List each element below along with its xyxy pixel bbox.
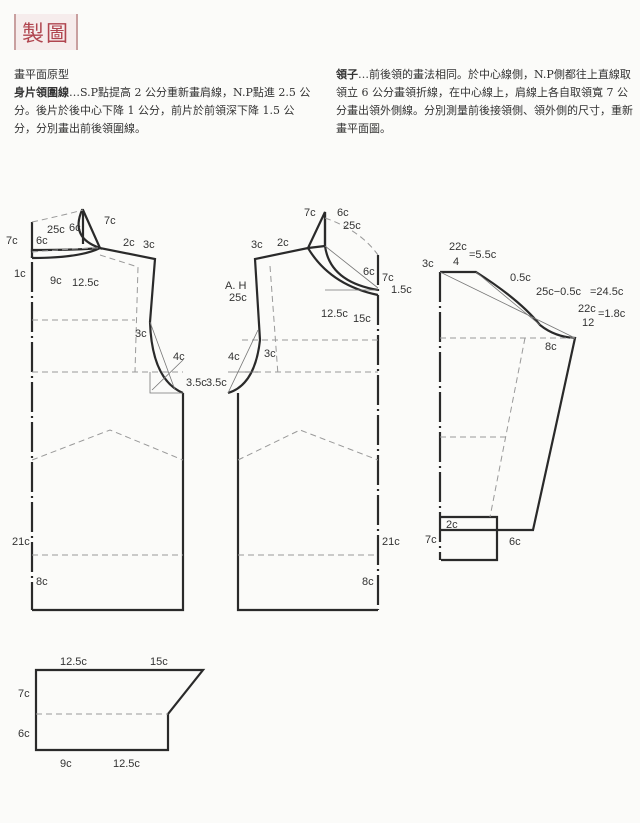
dim-label: =5.5c [469, 249, 497, 261]
instruction-bodice: 畫平面原型 身片領圍線…S.P點提高 2 公分重新畫肩線，N.P點進 2.5 公… [14, 66, 314, 138]
dim-label: 7c [18, 688, 30, 700]
dim-label: 4 [453, 256, 459, 268]
dim-label: 21c [382, 536, 400, 548]
dim-label: 3c [422, 258, 434, 270]
dim-label: 12.5c [72, 277, 99, 289]
dim-label: 21c [12, 536, 30, 548]
sleeve-cuff [441, 515, 499, 562]
dim-label: 1c [14, 268, 26, 280]
dim-label: 6c [18, 728, 30, 740]
collar-pattern: 12.5c 15c 7c 6c 9c 12.5c [18, 656, 206, 770]
dim-label: 9c [50, 275, 62, 287]
dim-label: 15c [150, 656, 168, 668]
dim-label: 12.5c [321, 308, 348, 320]
dim-label: 8c [36, 576, 48, 588]
instruction-term: 領子 [336, 68, 358, 81]
dim-label: 7c [104, 215, 116, 227]
dim-label: 25c−0.5c [536, 286, 581, 298]
dim-label: 3c [135, 328, 147, 340]
dim-label: 12.5c [113, 758, 140, 770]
dim-label: 3.5c [206, 377, 227, 389]
dim-label: 8c [362, 576, 374, 588]
back-bodice-pattern: 7c 7c 6c 25c 6c 1c 9c 12.5c 2c 3c 3c 4c … [6, 208, 207, 612]
dim-label: 3c [143, 239, 155, 251]
dim-label: =24.5c [590, 286, 624, 298]
instruction-body: …前後領的畫法相同。於中心線側，N.P側都往上直線取領立 6 公分畫領折線，在中… [336, 68, 633, 135]
dim-label: 25c [47, 224, 65, 236]
dim-label: 12 [582, 317, 594, 329]
dim-label: 3.5c [186, 377, 207, 389]
dim-label: 12.5c [60, 656, 87, 668]
dim-label: 7c [425, 534, 437, 546]
dim-label: 22c [578, 303, 596, 315]
instruction-collar: 領子…前後領的畫法相同。於中心線側，N.P側都往上直線取領立 6 公分畫領折線，… [336, 66, 636, 138]
back-shoulder-armhole [31, 246, 184, 395]
dim-label: 4c [228, 351, 240, 363]
section-badge: 製圖 [14, 14, 79, 50]
dim-label: 7c [382, 272, 394, 284]
dim-label: 25c [343, 220, 361, 232]
instruction-heading: 畫平面原型 [14, 68, 69, 81]
dim-label: 3c [264, 348, 276, 360]
dim-label: 6c [36, 235, 48, 247]
instruction-term: 身片領圍線 [14, 86, 69, 99]
front-bodice-pattern: 7c 6c 25c 3c 2c A. H 25c 6c 7c 1.5c 12.5… [206, 207, 412, 612]
dim-label: 2c [277, 237, 289, 249]
dim-label: 6c [69, 222, 81, 234]
dim-label: 7c [6, 235, 18, 247]
instruction-body: …S.P點提高 2 公分重新畫肩線，N.P點進 2.5 公分。後片於後中心下降 … [14, 86, 311, 135]
sleeve-outline [440, 270, 577, 532]
dim-label: 0.5c [510, 272, 531, 284]
dim-label: 4c [173, 351, 185, 363]
dim-label: 22c [449, 241, 467, 253]
collar-outline [34, 668, 206, 752]
back-collar-tip [77, 208, 103, 250]
dim-label: 15c [353, 313, 371, 325]
front-shoulder-armhole [227, 246, 379, 395]
dim-label: 9c [60, 758, 72, 770]
dim-label: 25c [229, 292, 247, 304]
dim-label: 2c [446, 519, 458, 531]
front-hem-side [236, 393, 378, 612]
dim-label: 8c [545, 341, 557, 353]
sleeve-pattern: 3c 22c 4 =5.5c 0.5c 25c−0.5c =24.5c 22c … [422, 241, 626, 562]
dim-label: 7c [304, 207, 316, 219]
dim-label: 2c [123, 237, 135, 249]
back-hem-side [32, 393, 185, 612]
dim-label: 1.5c [391, 284, 412, 296]
dim-label: A. H [225, 280, 246, 292]
dim-label: 6c [509, 536, 521, 548]
dim-label: 3c [251, 239, 263, 251]
dim-label: 6c [337, 207, 349, 219]
dim-label: 6c [363, 266, 375, 278]
dim-label: =1.8c [598, 308, 626, 320]
